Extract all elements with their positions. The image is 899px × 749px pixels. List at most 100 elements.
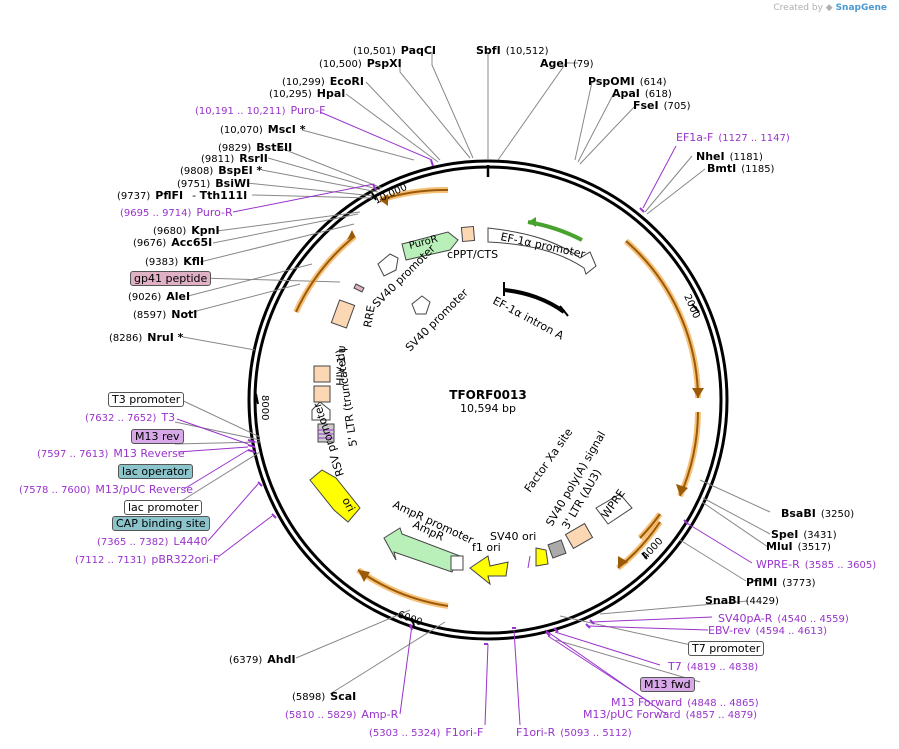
enzyme-ahdi[interactable]: (6379)AhdI (229, 653, 296, 666)
orf-arrowhead-1 (380, 194, 388, 206)
f1-ori-arrow (469, 555, 509, 586)
feature-t3-promoter[interactable]: T3 promoter (108, 392, 185, 407)
primer-m13-puc-reverse[interactable]: (7578 .. 7600)M13/pUC Reverse (19, 483, 194, 496)
tick-label-8000: 8000 (259, 395, 270, 420)
ltr5-box (313, 385, 331, 403)
orf-arc-3 (624, 238, 701, 399)
tick-label-10000: 10,000 (373, 182, 409, 207)
enzyme-agei[interactable]: AgeI(79) (540, 57, 594, 70)
sv40-ori-block (535, 547, 549, 567)
plasmid-length: 10,594 bp (460, 402, 516, 415)
feature-cap-binding-site[interactable]: CAP binding site (112, 516, 210, 531)
primer-ebv-rev[interactable]: EBV-rev(4594 .. 4613) (708, 624, 827, 637)
primer-l4440[interactable]: (7365 .. 7382)L4440 (97, 535, 208, 548)
snapgene-branding: Created by ◆ SnapGene (773, 3, 887, 13)
enzyme-fsei[interactable]: FseI(705) (633, 99, 691, 112)
branding-prefix: Created by (773, 3, 823, 13)
orf-arc-4 (677, 411, 701, 498)
sv40-polya-block (547, 539, 567, 559)
enzyme-paqci[interactable]: (10,501)PaqCI (353, 44, 437, 57)
primer-marks (247, 159, 689, 645)
enzyme-pflmi[interactable]: PflMI(3773) (746, 576, 816, 589)
sv40-promoter-arrow-1 (377, 253, 399, 277)
enzyme-bsiwi[interactable]: (9751)BsiWI (177, 177, 251, 190)
feature-label-f1-ori: f1 ori (472, 541, 501, 554)
feature-m13-fwd[interactable]: M13 fwd (640, 677, 695, 692)
feature-label-hiv-psi: HIV-1 ψ (334, 346, 348, 387)
ring-tick-marks (255, 192, 700, 627)
primer-f1ori-r[interactable]: F1ori-R(5093 .. 5112) (516, 726, 632, 739)
puror-arrow (401, 231, 459, 261)
enzyme-sbfi[interactable]: SbfI(10,512) (476, 44, 549, 57)
enzyme-pspomi[interactable]: PspOMI(614) (588, 75, 667, 88)
enzyme-ecori[interactable]: (10,299)EcoRI (282, 75, 364, 88)
enzyme-acc65i[interactable]: (9676)Acc65I (133, 236, 213, 249)
enzyme-kpni[interactable]: (9680)KpnI (153, 224, 220, 237)
enzyme-msci[interactable]: (10,070)MscI * (220, 123, 306, 136)
orf-arrowhead-2 (347, 230, 355, 240)
inner-features (309, 217, 633, 586)
enzyme-scai[interactable]: (5898)ScaI (292, 690, 357, 703)
ori-arrow (309, 469, 361, 523)
primer-wpre-r[interactable]: WPRE-R(3585 .. 3605) (756, 558, 877, 571)
ef1a-intron-arc (503, 288, 566, 314)
enzyme-bmti[interactable]: BmtI(1185) (707, 162, 775, 175)
orf-arc-5-core (639, 513, 661, 539)
branding-name: SnapGene (835, 3, 887, 13)
enzyme-bspei[interactable]: (9808)BspEI * (180, 164, 263, 177)
primer-t7[interactable]: T7(4819 .. 4838) (668, 660, 759, 673)
gp41-feature (353, 283, 365, 293)
enzyme-bsteii[interactable]: (9829)BstEII (218, 141, 293, 154)
feature-t7-promoter[interactable]: T7 promoter (688, 641, 765, 656)
enzyme-hpai[interactable]: (10,295)HpaI (269, 87, 346, 100)
feature-label-sv40-promoter-2: SV40 promoter (403, 286, 471, 354)
enzyme-mlui[interactable]: MluI(3517) (766, 540, 831, 553)
feature-label-sv40-ori: SV40 ori (490, 530, 536, 543)
feature-label-ori: ori (339, 495, 357, 514)
snapgene-logo-icon: ◆ (825, 3, 833, 13)
primer-sv40pa-r[interactable]: SV40pA-R(4540 .. 4559) (718, 612, 849, 625)
enzyme-kfli[interactable]: (9383)KflI (145, 255, 205, 268)
primer-ef1a-f[interactable]: EF1a-F(1127 .. 1147) (676, 131, 790, 144)
feature-lac-operator[interactable]: lac operator (118, 464, 193, 479)
primer-m13-forward[interactable]: M13 Forward(4848 .. 4865) (611, 696, 759, 709)
enzyme-pspxi[interactable]: (10,500)PspXI (319, 57, 402, 70)
enzyme-rsrii[interactable]: (9811)RsrII (201, 152, 268, 165)
feature-gp41-peptide[interactable]: gp41 peptide (130, 271, 212, 286)
enzyme-bsabi[interactable]: BsaBI(3250) (781, 507, 855, 520)
cppt-square (460, 225, 476, 243)
orf-arc-2-core (295, 235, 356, 313)
hiv-psi-box (313, 365, 331, 383)
enzyme-spei[interactable]: SpeI(3431) (771, 528, 837, 541)
orf-arc-3-core (625, 240, 699, 399)
primer-t3[interactable]: (7632 .. 7652)T3 (85, 411, 176, 424)
wpre-arrow (595, 493, 633, 525)
enzyme-apai[interactable]: ApaI(618) (612, 87, 672, 100)
primer-m13-puc-forward[interactable]: M13/pUC Forward(4857 .. 4879) (583, 708, 758, 721)
enzyme-alei[interactable]: (9026)AleI (128, 290, 191, 303)
feature-m13-rev[interactable]: M13 rev (131, 429, 184, 444)
orf-arrowhead-6 (618, 556, 628, 568)
enzyme-noti[interactable]: (8597)NotI (133, 308, 198, 321)
enzyme-snabi[interactable]: SnaBI(4429) (705, 594, 779, 607)
primer-puro-f[interactable]: (10,191 .. 10,211)Puro-F (195, 104, 326, 117)
feature-label-ef1a-intron: EF-1α intron A (491, 294, 567, 342)
sv40-promoter-arrow-2 (411, 295, 431, 315)
enzyme-nhei[interactable]: NheI(1181) (696, 150, 763, 163)
primer-f1ori-f[interactable]: (5303 .. 5324)F1ori-F (369, 726, 484, 739)
primer-leader-lines (176, 111, 753, 726)
primer-amp-r[interactable]: (5810 .. 5829)Amp-R (285, 708, 399, 721)
ampr-promoter-block (450, 555, 464, 571)
primer-puro-r[interactable]: (9695 .. 9714)Puro-R (120, 206, 233, 219)
orf-arcs (293, 186, 701, 609)
feature-lac-promoter[interactable]: lac promoter (124, 500, 203, 515)
backbone-outer-ring (247, 159, 729, 641)
orf-arrowhead-4 (676, 484, 688, 496)
primer-m13-reverse[interactable]: (7597 .. 7613)M13 Reverse (37, 447, 185, 460)
enzyme-nrui[interactable]: (8286)NruI * (109, 331, 184, 344)
enzyme-pflfi[interactable]: (9737)PflFI- Tth111I (117, 189, 248, 202)
primer-pbr322ori-f[interactable]: (7112 .. 7131)pBR322ori-F (75, 553, 220, 566)
rsv-promoter-arrow (311, 401, 331, 421)
leader-lines (174, 52, 771, 695)
